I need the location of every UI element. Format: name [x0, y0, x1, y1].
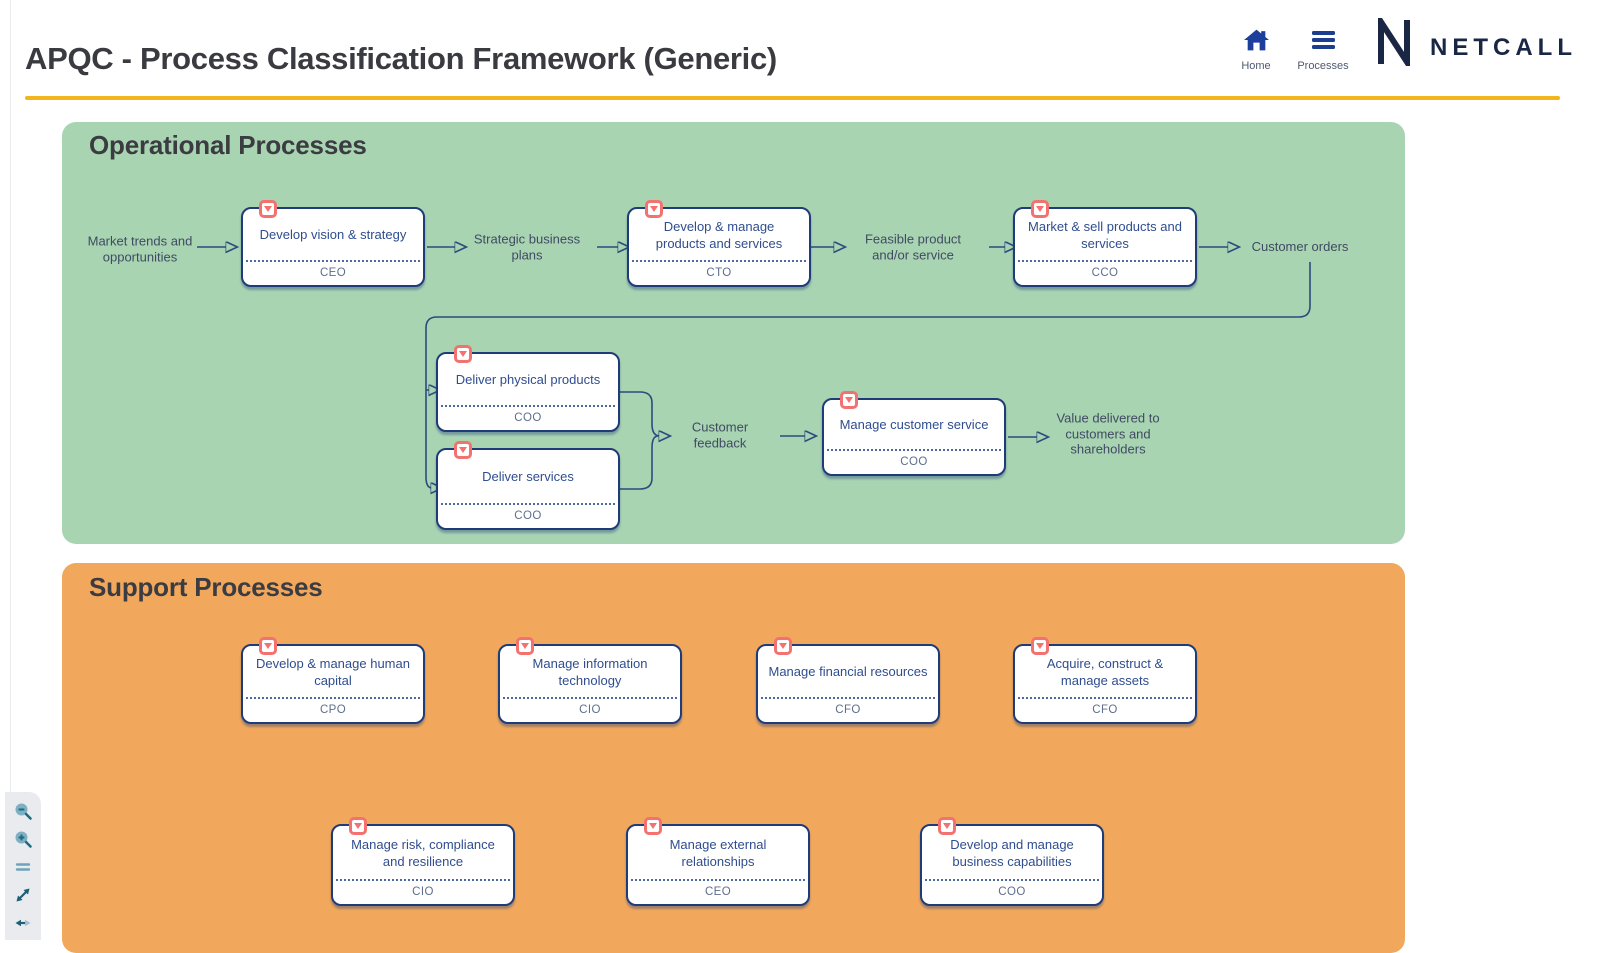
hamburger-menu-icon	[1311, 31, 1336, 56]
process-owner: COO	[441, 405, 615, 430]
support-heading: Support Processes	[89, 572, 323, 602]
process-dropdown-icon[interactable]	[1031, 200, 1049, 218]
netcall-logo: NETCALL	[1372, 11, 1577, 73]
process-dropdown-icon[interactable]	[938, 817, 956, 835]
process-owner: CIO	[503, 697, 677, 722]
triangle-down-icon	[1036, 643, 1044, 649]
operational-heading: Operational Processes	[89, 130, 367, 160]
triangle-down-icon	[264, 206, 272, 212]
triangle-down-icon	[1036, 206, 1044, 212]
process-title: Acquire, construct & manage assets	[1046, 656, 1164, 688]
process-owner: CPO	[246, 697, 420, 722]
process-dropdown-icon[interactable]	[516, 637, 534, 655]
process-owner: CIO	[336, 879, 510, 904]
process-dropdown-icon[interactable]	[645, 200, 663, 218]
process-title: Market & sell products and services	[1028, 219, 1182, 251]
netcall-n-icon	[1372, 11, 1416, 73]
flow-label: Value delivered to customers and shareho…	[1056, 410, 1160, 457]
triangle-down-icon	[779, 643, 787, 649]
triangle-down-icon	[943, 823, 951, 829]
flow-label: Customer orders	[1251, 239, 1349, 255]
triangle-down-icon	[845, 397, 853, 403]
process-title: Develop and manage business capabilities	[950, 837, 1074, 869]
process-title: Manage financial resources	[768, 664, 928, 680]
process-box[interactable]: Develop and manage business capabilities…	[920, 817, 1104, 906]
process-dropdown-icon[interactable]	[454, 441, 472, 459]
yellow-divider	[25, 96, 1560, 100]
flow-label: Customer feedback	[691, 419, 749, 450]
process-dropdown-icon[interactable]	[840, 391, 858, 409]
process-owner: CEO	[631, 879, 805, 904]
flow-label: Market trends and opportunities	[87, 233, 193, 264]
expand-icon[interactable]	[13, 885, 33, 905]
triangle-down-icon	[459, 447, 467, 453]
process-dropdown-icon[interactable]	[454, 345, 472, 363]
triangle-down-icon	[264, 643, 272, 649]
process-owner: CFO	[1018, 697, 1192, 722]
process-title: Manage external relationships	[669, 837, 767, 869]
diagram-toolbar	[5, 792, 41, 940]
process-title: Manage risk, compliance and resilience	[351, 837, 495, 869]
triangle-down-icon	[521, 643, 529, 649]
process-title: Develop & manage human capital	[256, 656, 410, 688]
home-icon	[1243, 29, 1270, 56]
process-owner: COO	[441, 503, 615, 528]
process-title: Develop vision & strategy	[259, 227, 407, 243]
fit-width-icon[interactable]	[13, 913, 33, 933]
triangle-down-icon	[354, 823, 362, 829]
process-owner: CFO	[761, 697, 935, 722]
flow-label: Feasible product and/or service	[864, 231, 962, 262]
process-title: Manage information technology	[532, 656, 648, 688]
flow-label: Strategic business plans	[473, 231, 581, 262]
process-owner: CTO	[632, 260, 806, 285]
process-owner: CCO	[1018, 260, 1192, 285]
process-dropdown-icon[interactable]	[349, 817, 367, 835]
process-dropdown-icon[interactable]	[1031, 637, 1049, 655]
nav-home-label: Home	[1241, 60, 1271, 72]
nav-home-button[interactable]: Home	[1228, 28, 1284, 72]
page-title: APQC - Process Classification Framework …	[25, 40, 777, 76]
netcall-wordmark: NETCALL	[1430, 33, 1577, 61]
zoom-out-icon[interactable]	[13, 801, 33, 821]
process-owner: COO	[925, 879, 1099, 904]
operational-processes-panel	[62, 122, 1405, 544]
process-owner: CEO	[246, 260, 420, 285]
nav-processes-button[interactable]: Processes	[1295, 28, 1351, 72]
process-dropdown-icon[interactable]	[259, 200, 277, 218]
nav-processes-label: Processes	[1297, 60, 1349, 72]
process-owner: COO	[827, 449, 1001, 474]
triangle-down-icon	[459, 351, 467, 357]
zoom-reset-icon[interactable]	[13, 857, 33, 877]
triangle-down-icon	[650, 206, 658, 212]
process-dropdown-icon[interactable]	[774, 637, 792, 655]
triangle-down-icon	[649, 823, 657, 829]
process-dropdown-icon[interactable]	[644, 817, 662, 835]
page-edge-line	[10, 0, 11, 940]
zoom-in-icon[interactable]	[13, 829, 33, 849]
process-dropdown-icon[interactable]	[259, 637, 277, 655]
process-title: Develop & manage products and services	[655, 219, 783, 251]
